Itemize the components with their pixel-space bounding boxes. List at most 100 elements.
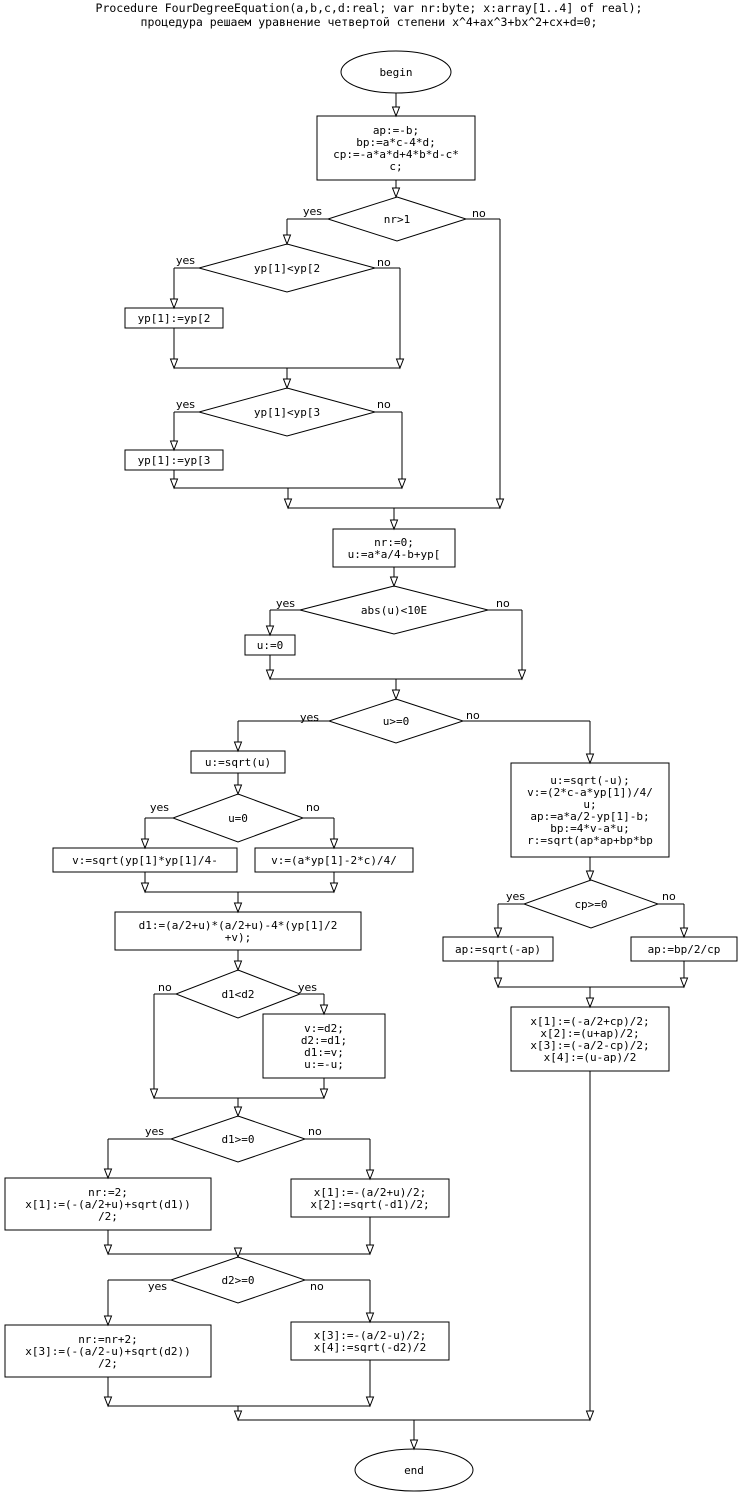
process-shape: [510, 1006, 670, 1072]
node-text-line: d1>=0: [221, 1133, 254, 1146]
arrowhead: [395, 358, 405, 370]
arrowhead: [283, 498, 293, 510]
node-text-line: nr:=nr+2;: [78, 1333, 138, 1346]
arrowhead: [233, 960, 243, 972]
arrowhead: [517, 669, 527, 681]
decision-shape: [326, 196, 468, 242]
v-sqrt-block: v:=sqrt(yp[1]*yp[1]/4-: [52, 847, 238, 873]
assign-yp2-block: yp[1]:=yp[2: [124, 307, 224, 329]
arrowhead: [585, 1410, 595, 1422]
node-text-line: yp[1]<yp[2: [254, 262, 320, 275]
flowchart-nodes: begin ap:=-b;bp:=a*c-4*d;cp:=-a*a*d+4*b*d…: [4, 50, 738, 1492]
arrowhead: [391, 187, 401, 199]
v-formula-block: v:=(a*yp[1]-2*c)/4/: [254, 847, 414, 873]
process-shape: [630, 936, 738, 962]
arrowhead: [233, 902, 243, 914]
decision-shape: [522, 879, 660, 929]
arrowhead: [233, 784, 243, 796]
yes-branch-label: yes: [150, 801, 169, 814]
arrowhead: [233, 1410, 243, 1422]
node-text-line: bp:=4*v-a*u;: [550, 822, 629, 835]
node-text-line: x[1]:=-(a/2+u)/2;: [314, 1186, 427, 1199]
yes-branch-label: yes: [303, 205, 322, 218]
no-branch-label: no: [496, 597, 510, 610]
arrowhead: [140, 882, 150, 894]
process-shape: [52, 847, 238, 873]
terminal-shape: [340, 50, 452, 94]
node-text-line: bp:=a*c-4*d;: [356, 136, 435, 149]
complex-roots-block: x[1]:=(-a/2+cp)/2;x[2]:=(u+ap)/2;x[3]:=(…: [510, 1006, 670, 1072]
arrowhead: [329, 882, 339, 894]
node-text-line: d2>=0: [221, 1274, 254, 1287]
flowchart-arrowheads: [103, 106, 689, 1451]
procedure-comment: процедура решаем уравнение четвертой сте…: [140, 15, 598, 29]
complex-roots-1-block: x[1]:=-(a/2+u)/2;x[2]:=sqrt(-d1)/2;: [290, 1178, 450, 1218]
node-text-line: ap:=sqrt(-ap): [455, 943, 541, 956]
swap-block: v:=d2;d2:=d1;d1:=v;u:=-u;: [262, 1013, 386, 1079]
begin-terminal: begin: [340, 50, 452, 94]
arrowhead: [265, 625, 275, 637]
node-text-line: u:=sqrt(-u);: [550, 774, 629, 787]
arrowhead: [319, 1004, 329, 1016]
node-text-line: v:=sqrt(yp[1]*yp[1]/4-: [72, 854, 218, 867]
process-shape: [254, 847, 414, 873]
decision-shape: [327, 698, 465, 744]
no-branch-label: no: [308, 1125, 322, 1138]
node-text-line: u:=a*a/4-b+yp[: [348, 548, 441, 561]
arrowhead: [103, 1244, 113, 1256]
arrowhead: [169, 298, 179, 310]
abs-u-small-decision: abs(u)<10E: [299, 585, 489, 635]
process-shape: [114, 911, 362, 951]
node-text-line: x[2]:=(u+ap)/2;: [540, 1027, 639, 1040]
node-text-line: ap:=-b;: [373, 124, 419, 137]
yes-branch-label: yes: [298, 981, 317, 994]
node-text-line: cp:=-a*a*d+4*b*d-c*: [333, 148, 459, 161]
arrowhead: [495, 498, 505, 510]
yes-branch-label: yes: [176, 398, 195, 411]
arrowhead: [233, 1106, 243, 1118]
yes-branch-label: yes: [176, 254, 195, 267]
node-text-line: d1:=v;: [304, 1046, 344, 1059]
node-text-line: r:=sqrt(ap*ap+bp*bp: [527, 834, 653, 847]
u-sqrt-block: u:=sqrt(u): [190, 750, 286, 774]
arrowhead: [140, 838, 150, 850]
d1-nonnegative-decision: d1>=0: [169, 1115, 307, 1163]
init-coefficients-block: ap:=-b;bp:=a*c-4*d;cp:=-a*a*d+4*b*d-c*c;: [316, 115, 476, 181]
no-branch-label: no: [472, 207, 486, 220]
process-shape: [262, 1013, 386, 1079]
node-text-line: u:=0: [257, 639, 284, 652]
arrowhead: [282, 378, 292, 390]
node-text-line: x[4]:=sqrt(-d2)/2: [314, 1341, 427, 1354]
arrowhead: [391, 106, 401, 118]
u-equals-zero-decision: u=0: [171, 793, 305, 843]
arrowhead: [169, 440, 179, 452]
node-text-line: v:=(2*c-a*yp[1])/4/: [527, 786, 653, 799]
arrowhead: [365, 1396, 375, 1408]
process-shape: [316, 115, 476, 181]
arrowhead: [389, 576, 399, 588]
cp-nonnegative-decision: cp>=0: [522, 879, 660, 929]
arrowhead: [282, 234, 292, 246]
arrowhead: [585, 870, 595, 882]
process-shape: [510, 762, 670, 858]
yes-branch-label: yes: [300, 711, 319, 724]
no-branch-label: no: [158, 981, 172, 994]
node-text-line: u=0: [228, 812, 248, 825]
decision-shape: [174, 969, 302, 1019]
node-text-line: u:=-u;: [304, 1058, 344, 1071]
arrowhead: [233, 1247, 243, 1259]
process-shape: [4, 1324, 212, 1378]
decision-shape: [197, 243, 377, 293]
node-text-line: /2;: [98, 1357, 118, 1370]
process-shape: [442, 936, 554, 962]
arrowhead: [319, 1088, 329, 1100]
real-roots-2-block: nr:=nr+2;x[3]:=(-(a/2-u)+sqrt(d2))/2;: [4, 1324, 212, 1378]
decision-shape: [171, 793, 305, 843]
ap-sqrt-block: ap:=sqrt(-ap): [442, 936, 554, 962]
arrowhead: [365, 1312, 375, 1324]
node-text-line: /2;: [98, 1210, 118, 1223]
yp1-less-yp3-decision: yp[1]<yp[3: [197, 387, 377, 437]
arrowhead: [103, 1168, 113, 1180]
